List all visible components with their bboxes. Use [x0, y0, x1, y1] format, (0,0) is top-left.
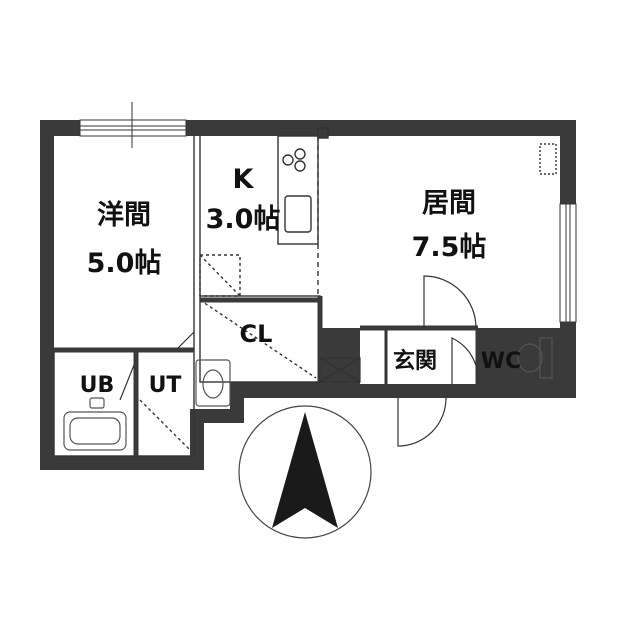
- washbasin: [195, 359, 231, 407]
- door-bath: [119, 359, 137, 401]
- fixtures: [63, 337, 553, 451]
- north-arrow-icon: [272, 412, 338, 528]
- toilet-bowl: [517, 343, 543, 373]
- toilet-tank: [539, 337, 553, 379]
- partitions: [53, 127, 557, 457]
- door-entrance: [397, 397, 447, 447]
- room-size-living: 7.5帖: [412, 232, 487, 263]
- room-name-kitchen: K: [233, 164, 255, 195]
- room-name-toilet: WC: [481, 349, 521, 374]
- room-name-western: 洋間: [97, 199, 151, 231]
- room-size-kitchen: 3.0帖: [206, 204, 281, 235]
- room-size-western: 5.0帖: [87, 248, 162, 279]
- room-name-utility: UT: [149, 373, 182, 398]
- room-name-closet: CL: [240, 320, 273, 348]
- door-toilet: [451, 337, 479, 385]
- door-utility: [175, 331, 195, 351]
- room-western-floor: [54, 136, 194, 350]
- north-compass: [238, 405, 372, 539]
- doors: [119, 275, 479, 447]
- bathtub: [63, 411, 127, 451]
- room-labels: 洋間 5.0帖 K 3.0帖 居間 7.5帖 CL 玄関 WC UB UT: [80, 164, 522, 398]
- walls: [40, 120, 576, 470]
- compass-ring: [238, 405, 372, 539]
- window-living: [559, 203, 577, 323]
- windows: [79, 102, 577, 323]
- room-name-entrance: 玄関: [393, 348, 437, 374]
- door-living: [423, 275, 477, 329]
- room-name-living: 居間: [422, 188, 476, 219]
- window-western: [79, 119, 187, 137]
- room-name-bath: UB: [80, 373, 115, 398]
